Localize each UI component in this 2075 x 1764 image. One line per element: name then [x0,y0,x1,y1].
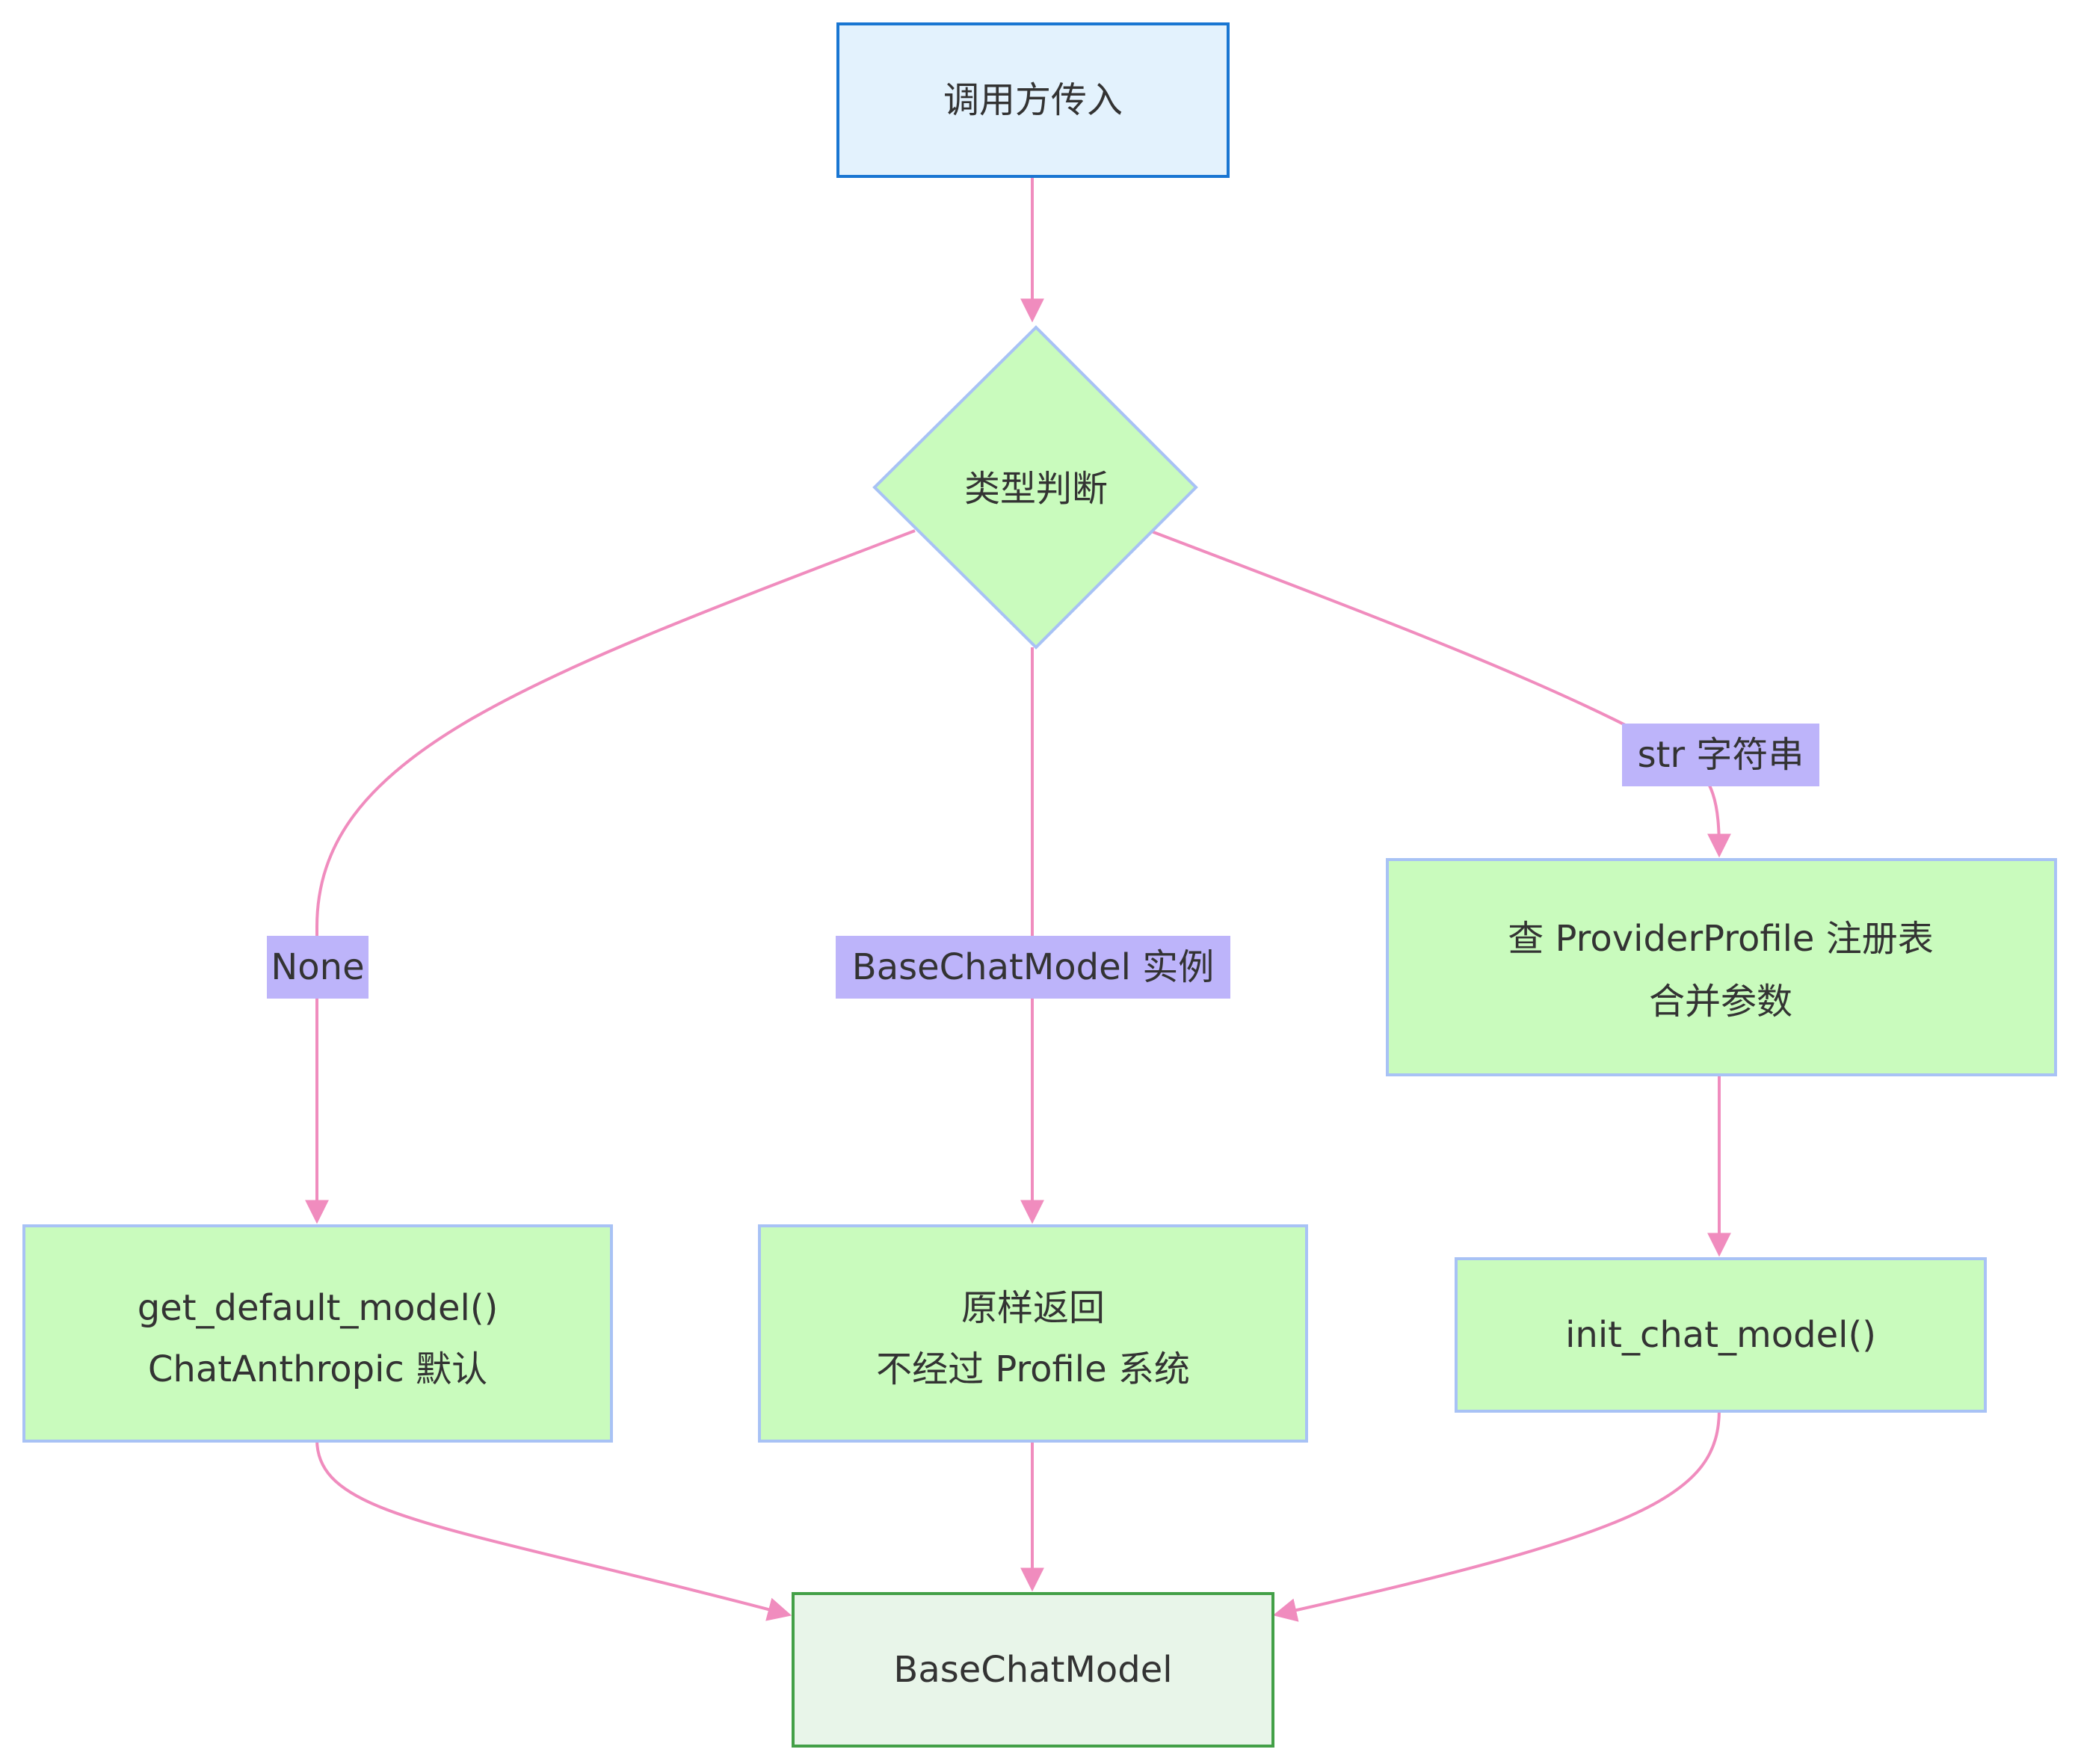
edge-decision-to-default [305,529,916,1224]
edge-label-string: str 字符串 [1622,724,1819,786]
node-line: 不经过 Profile 系统 [876,1348,1190,1390]
edge-default-to-output [315,1439,792,1621]
edge-init-to-output [1272,1409,1721,1622]
node-line: 原样返回 [961,1287,1105,1329]
edge-decision-to-registry [1149,529,1731,858]
node-box [792,1592,1274,1748]
node-passthrough: 原样返回 不经过 Profile 系统 [758,1224,1308,1443]
edge-label-bg [836,936,1230,999]
node-line: get_default_model() [138,1287,499,1329]
edge-label-instance: BaseChatModel 实例 [836,936,1230,999]
edge-label-bg [267,936,369,999]
node-line: 查 ProviderProfile 注册表 [1508,918,1933,960]
node-line: 调用方传入 [943,79,1123,121]
edge-label-text: None [271,946,364,988]
node-decision: 类型判断 [872,325,1198,650]
node-line: init_chat_model() [1565,1314,1876,1356]
node-default: get_default_model() ChatAnthropic 默认 [22,1224,613,1443]
node-box [22,1224,613,1443]
decision-diamond [872,325,1198,650]
node-registry: 查 ProviderProfile 注册表 合并参数 [1386,858,2057,1076]
node-line: 合并参数 [1649,981,1792,1023]
node-init: init_chat_model() [1455,1257,1987,1413]
node-box [1386,858,2057,1076]
edge-label-text: str 字符串 [1638,734,1804,776]
node-line: 类型判断 [964,468,1108,510]
edge-label-text: BaseChatModel 实例 [852,946,1214,988]
edge-label-bg [1622,724,1819,786]
edge-label-none: None [267,936,369,999]
edges [305,176,1731,1622]
node-box [758,1224,1308,1443]
node-box [1455,1257,1987,1413]
node-line: BaseChatModel [893,1649,1172,1691]
node-box [836,22,1230,178]
node-input: 调用方传入 [836,22,1230,178]
node-output: BaseChatModel [792,1592,1274,1748]
node-line: ChatAnthropic 默认 [148,1348,487,1390]
